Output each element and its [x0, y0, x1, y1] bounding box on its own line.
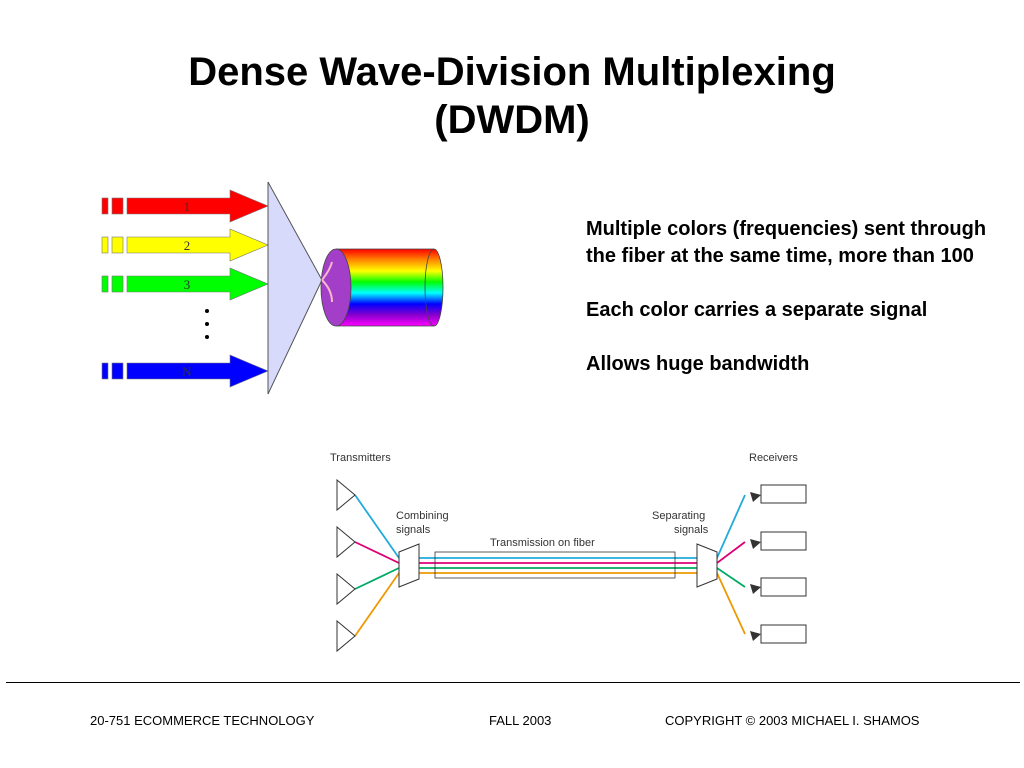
prism	[267, 181, 323, 395]
fiber-label: Transmission on fiber	[490, 537, 595, 549]
combining-label-1: Combining	[396, 510, 449, 522]
signal-line-2	[354, 539, 761, 564]
channel-label: 3	[184, 277, 191, 292]
combiner	[398, 543, 420, 588]
slide-title: Dense Wave-Division Multiplexing (DWDM)	[0, 48, 1024, 144]
channel-arrow-2: 2	[101, 228, 269, 262]
bullet-list: Multiple colors (frequencies) sent throu…	[586, 216, 1006, 378]
receiver-1	[760, 484, 807, 504]
footer-course: 20-751 ECOMMERCE TECHNOLOGY	[90, 713, 315, 728]
bullet-3: Allows huge bandwidth	[586, 353, 810, 375]
dwdm-diagram: 1 2 3N	[101, 181, 444, 395]
transmitters	[336, 478, 356, 653]
transmitter-3	[336, 572, 356, 606]
channel-arrow-3: 3	[101, 267, 269, 301]
signal-line-3	[354, 567, 761, 594]
title-line-1: Dense Wave-Division Multiplexing	[188, 50, 836, 94]
transmitter-2	[336, 525, 356, 559]
fiber-cable	[434, 551, 676, 579]
channel-label: 1	[184, 199, 191, 214]
channel-label: 2	[184, 238, 191, 253]
channel-arrow-N: N	[101, 354, 269, 388]
channel-arrow-1: 1	[101, 189, 269, 223]
bullet-1: Multiple colors (frequencies) sent throu…	[586, 218, 987, 267]
separating-label-2: signals	[674, 524, 709, 536]
separating-label-1: Separating	[652, 510, 705, 522]
title-line-2: (DWDM)	[434, 98, 590, 142]
receiver-2	[760, 531, 807, 551]
ellipsis-dots	[205, 309, 209, 339]
footer-copyright: COPYRIGHT © 2003 MICHAEL I. SHAMOS	[665, 713, 920, 728]
transmitters-label: Transmitters	[330, 452, 391, 464]
channel-label: N	[182, 364, 192, 379]
transmitter-1	[336, 478, 356, 512]
footer-divider	[6, 682, 1020, 683]
signal-line-1	[354, 492, 761, 559]
receivers-label: Receivers	[749, 452, 798, 464]
splitter	[696, 543, 718, 588]
receivers	[760, 484, 807, 644]
signal-line-4	[354, 572, 761, 641]
transmitter-4	[336, 619, 356, 653]
footer-term: FALL 2003	[489, 713, 552, 728]
fiber-bundle	[320, 248, 444, 327]
fiber-link-diagram: Transmitters Receivers Combining signals…	[330, 452, 807, 653]
combining-label-2: signals	[396, 524, 431, 536]
bullet-2: Each color carries a separate signal	[586, 299, 928, 321]
receiver-3	[760, 577, 807, 597]
receiver-4	[760, 624, 807, 644]
